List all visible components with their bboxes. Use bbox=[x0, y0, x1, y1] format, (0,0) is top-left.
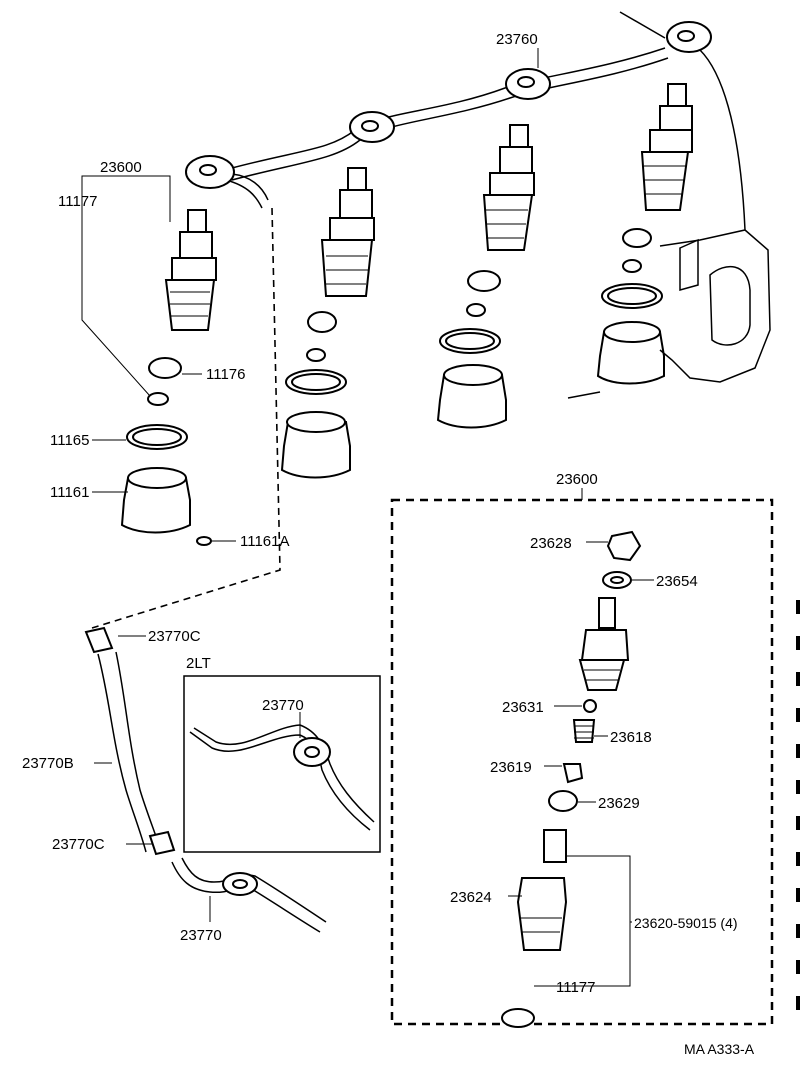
injector-assembly-3 bbox=[482, 124, 535, 251]
label-11177-top: 11177 bbox=[58, 193, 98, 210]
part-labels: 23760 23600 11177 11176 11165 11161 1116… bbox=[22, 31, 755, 1057]
label-2lt: 2LT bbox=[186, 655, 211, 672]
label-11161a: 11161A bbox=[240, 533, 290, 550]
leaders-top bbox=[81, 48, 539, 542]
injector-assembly-2 bbox=[320, 167, 375, 297]
label-23624: 23624 bbox=[450, 889, 492, 906]
injector-assembly-4 bbox=[640, 83, 693, 211]
label-23770b: 23770B bbox=[22, 755, 74, 772]
edge-marks bbox=[796, 600, 800, 1010]
label-23760: 23760 bbox=[496, 31, 538, 48]
label-23619: 23619 bbox=[490, 759, 532, 776]
washers-and-holders bbox=[120, 228, 665, 546]
injection-pipe-23760 bbox=[91, 11, 746, 629]
label-23600-box: 23600 bbox=[556, 471, 598, 488]
label-23618: 23618 bbox=[610, 729, 652, 746]
label-23620: 23620-59015 (4) bbox=[634, 915, 738, 931]
label-23631: 23631 bbox=[502, 699, 544, 716]
footer-code: MA A333-A bbox=[684, 1041, 755, 1057]
label-23770c-bottom: 23770C bbox=[52, 836, 105, 853]
label-23770-inset: 23770 bbox=[262, 697, 304, 714]
label-11176: 11176 bbox=[206, 366, 246, 383]
hose-section bbox=[84, 626, 327, 933]
label-11165: 11165 bbox=[50, 432, 90, 449]
inset-2lt bbox=[183, 675, 381, 853]
label-23654: 23654 bbox=[656, 573, 698, 590]
label-23770-bottom: 23770 bbox=[180, 927, 222, 944]
label-11177-box: 11177 bbox=[556, 979, 596, 996]
detail-box-23600 bbox=[390, 488, 774, 1028]
label-23770c-top: 23770C bbox=[148, 628, 201, 645]
label-23629: 23629 bbox=[598, 795, 640, 812]
injector-assembly-1 bbox=[164, 209, 217, 331]
label-11161: 11161 bbox=[50, 484, 90, 501]
cylinder-head-outline bbox=[567, 229, 771, 399]
label-23600-top: 23600 bbox=[100, 159, 142, 176]
label-23628: 23628 bbox=[530, 535, 572, 552]
